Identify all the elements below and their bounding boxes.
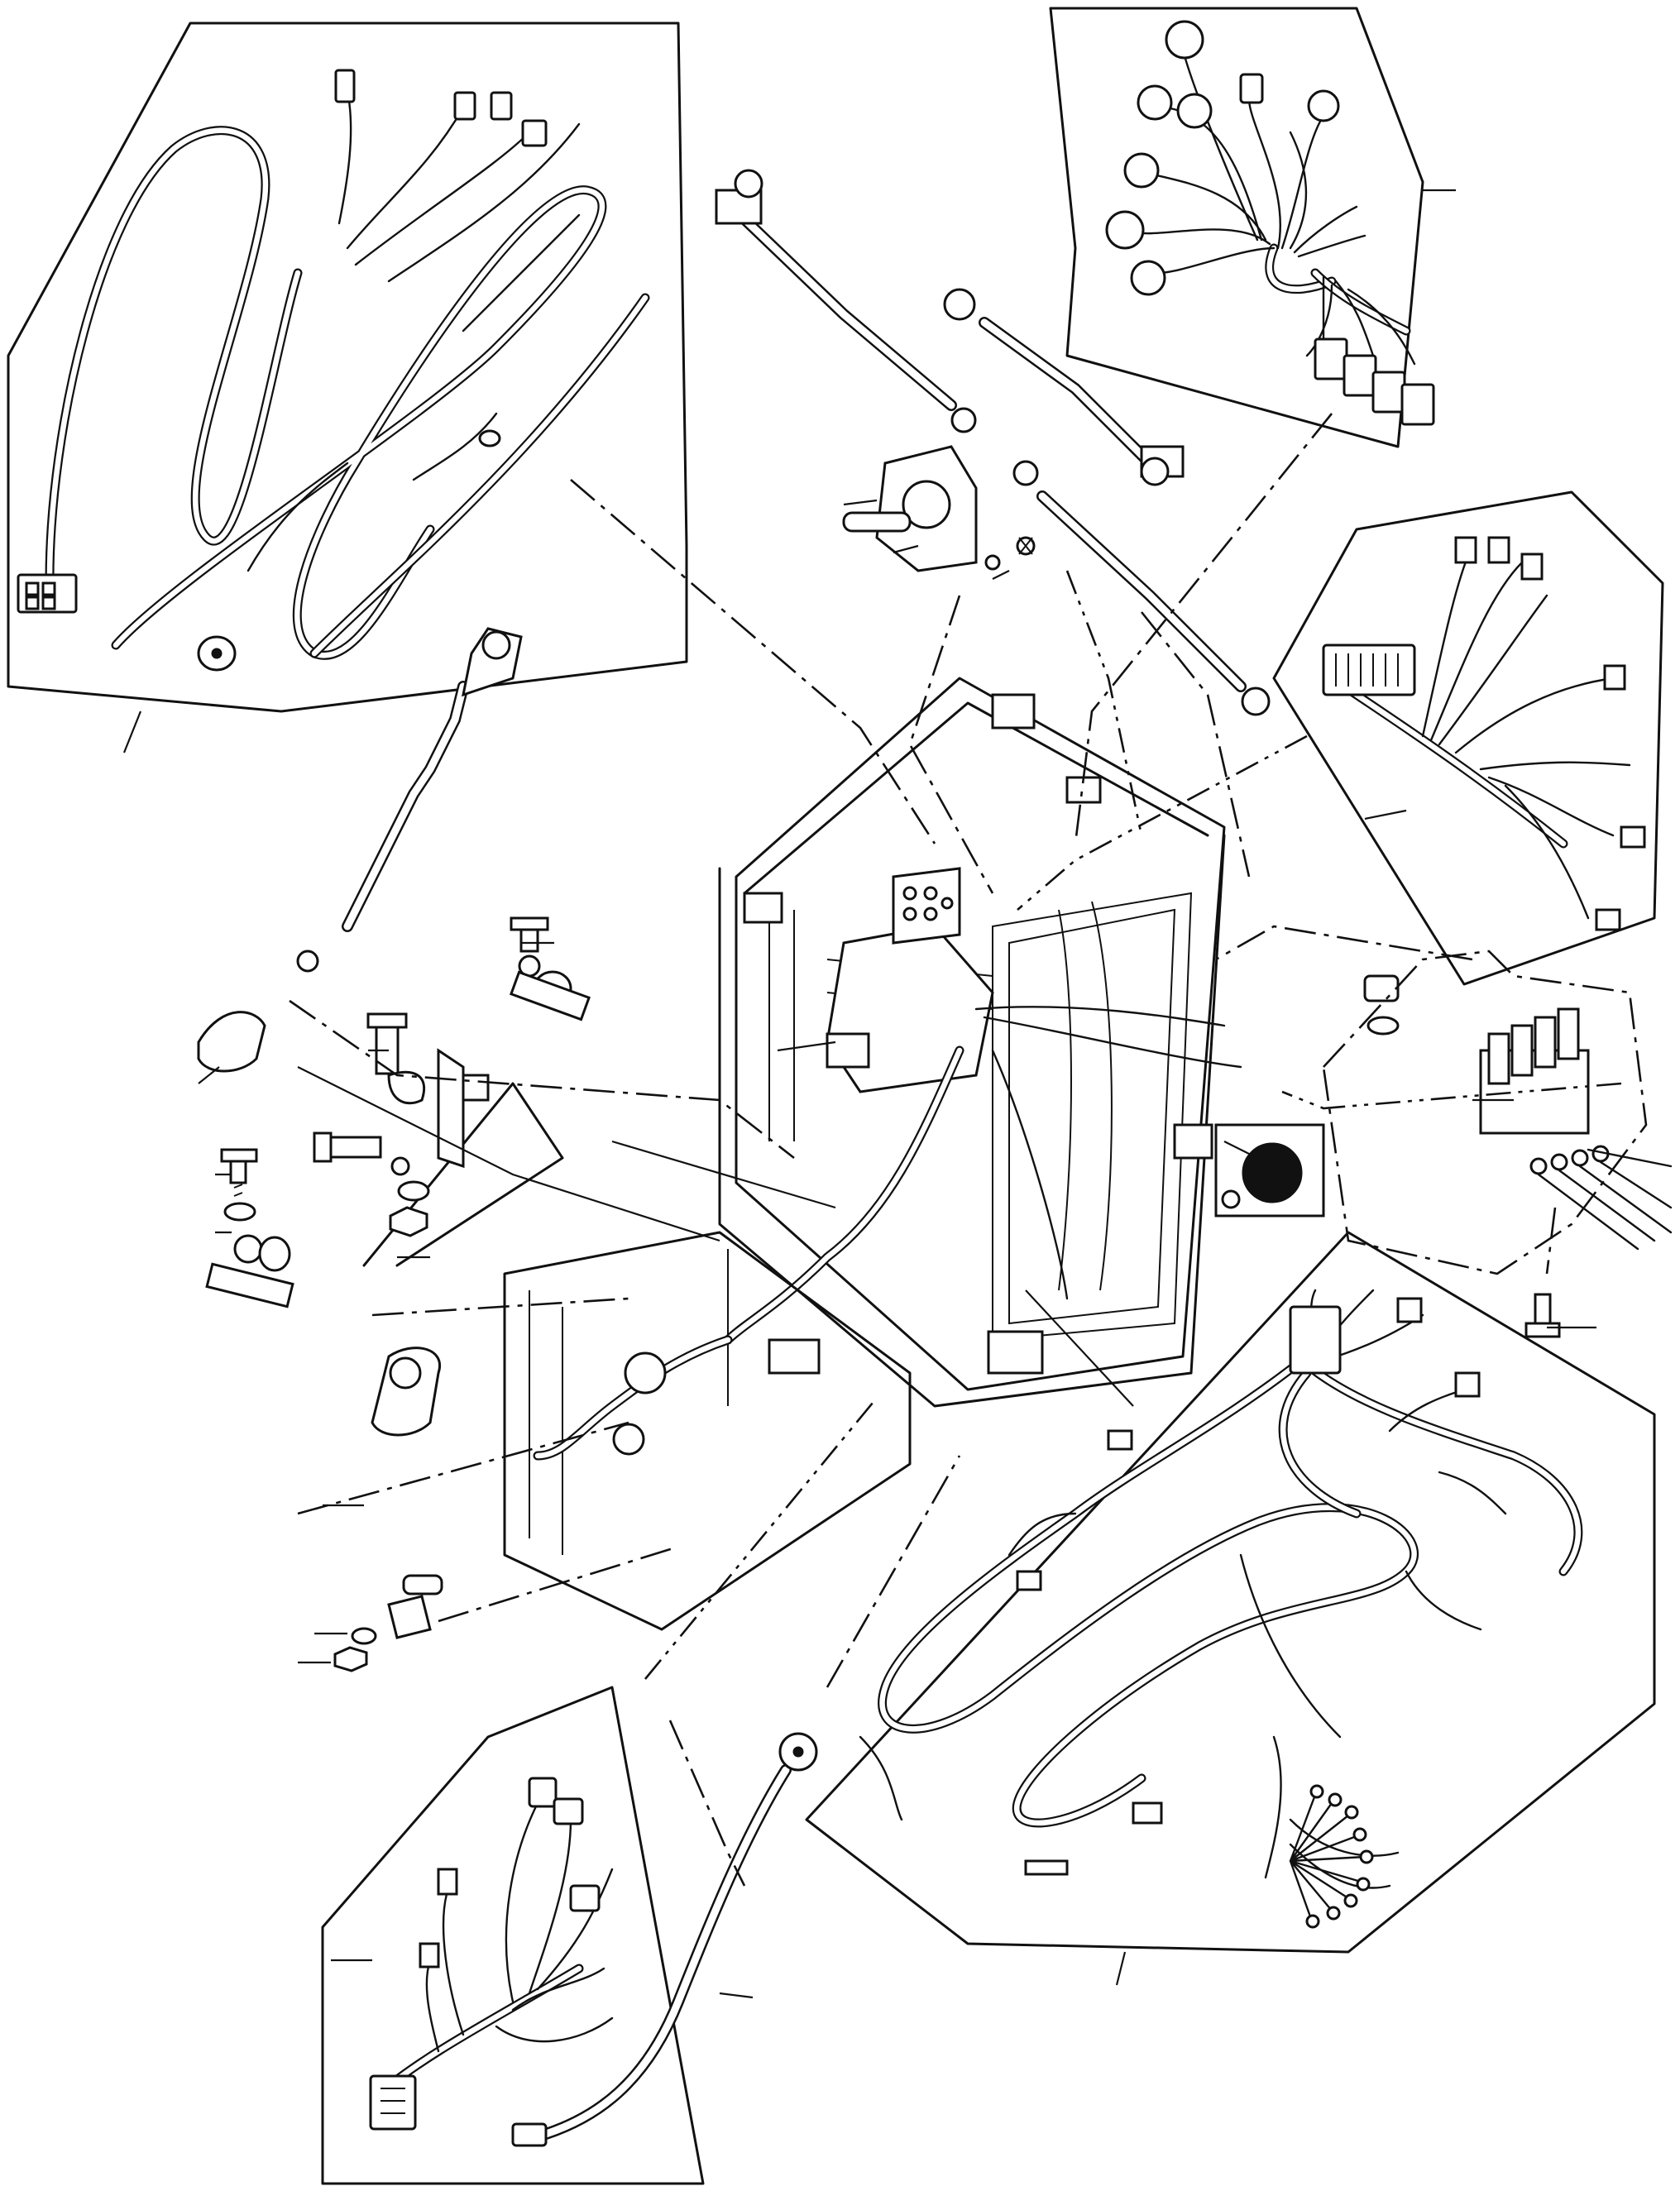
battery-cables bbox=[197, 169, 1271, 1073]
harness-panel-bottom-left bbox=[321, 1686, 705, 2185]
harness-panel-top-right bbox=[1049, 7, 1435, 448]
harness-panel-right-middle bbox=[1272, 490, 1664, 986]
harness-panel-bottom-right bbox=[805, 1231, 1656, 1954]
terminal-fan bbox=[1289, 1784, 1374, 1929]
phantom-lines bbox=[289, 413, 1622, 1887]
lower-frame bbox=[503, 1231, 912, 1631]
callout-leaders bbox=[122, 189, 1596, 1999]
ground-cable-bottom bbox=[511, 1732, 818, 2147]
harness-panel-top-left bbox=[7, 22, 688, 713]
cab-frame bbox=[718, 677, 1325, 1408]
fasteners-left bbox=[205, 916, 1561, 1672]
fuse-box bbox=[1322, 950, 1673, 1275]
